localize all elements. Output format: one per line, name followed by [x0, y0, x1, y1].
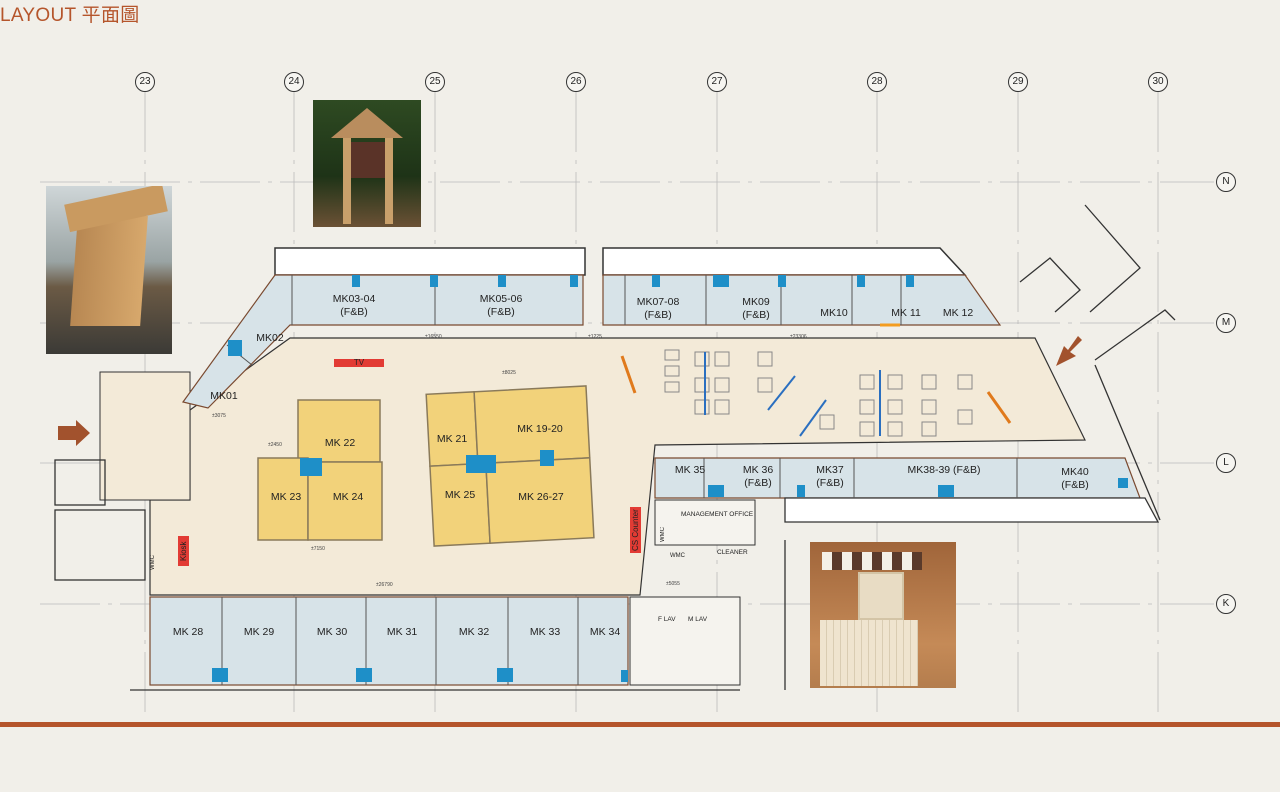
wmc-label-right: WMC [660, 527, 666, 542]
shop-mk30: MK 30 [316, 626, 348, 638]
shop-mk01: MK01 [210, 390, 238, 402]
grid-column-27: 27 [707, 72, 727, 92]
shop-mk40-type: (F&B) [1061, 479, 1089, 491]
shop-mk07-08-type: (F&B) [644, 309, 672, 321]
shop-mk34: MK 34 [589, 626, 621, 638]
grid-column-29: 29 [1008, 72, 1028, 92]
female-lavatory-label: F LAV [658, 616, 676, 623]
page-title: LAYOUT 平面圖 [0, 5, 140, 26]
grid-row-k: K [1216, 594, 1236, 614]
shop-mk37-type: (F&B) [816, 477, 844, 489]
grid-column-26: 26 [566, 72, 586, 92]
shop-mk24: MK 24 [332, 491, 364, 503]
entrance-arrow-right [1056, 336, 1082, 366]
dimension-label: ±26790 [376, 582, 393, 588]
shop-mk31: MK 31 [386, 626, 418, 638]
cleaner-label: CLEANER [717, 549, 748, 556]
popup-blocks-left [257, 399, 383, 541]
grid-column-23: 23 [135, 72, 155, 92]
shop-mk05-06: MK05-06 [479, 293, 523, 305]
shop-mk22: MK 22 [324, 437, 356, 449]
dimension-label: ±5055 [666, 581, 680, 587]
photo-wooden-kiosk [46, 186, 172, 354]
shop-mk21: MK 21 [436, 433, 468, 445]
shop-mk35: MK 35 [674, 464, 706, 476]
shop-mk40: MK40 [1061, 466, 1089, 478]
shop-row-right [654, 457, 1141, 499]
power-markers [212, 275, 1128, 682]
shop-mk25: MK 25 [444, 489, 476, 501]
dimension-label: ±16550 [425, 334, 442, 340]
shop-mk03-04: MK03-04 [332, 293, 376, 305]
grid-row-m: M [1216, 313, 1236, 333]
footer-accent-bar [0, 722, 1280, 727]
grid-column-24: 24 [284, 72, 304, 92]
entrance-arrow-left [58, 420, 90, 446]
shop-mk28: MK 28 [172, 626, 204, 638]
cs-counter: CS Counter [630, 507, 641, 553]
shop-mk07-08: MK07-08 [636, 296, 680, 308]
male-lavatory-label: M LAV [688, 616, 708, 623]
shop-mk32: MK 32 [458, 626, 490, 638]
shop-mk29: MK 29 [243, 626, 275, 638]
management-office-label: MANAGEMENT OFFICE [681, 511, 754, 518]
shop-mk02: MK02 [256, 332, 284, 344]
seating-area [664, 349, 973, 437]
shop-mk36: MK 36 [742, 464, 774, 476]
dimension-label: ±3075 [212, 413, 226, 419]
grid-column-30: 30 [1148, 72, 1168, 92]
shop-mk09-type: (F&B) [742, 309, 770, 321]
dimension-label: ±7150 [311, 546, 325, 552]
photo-shop-cart [810, 542, 956, 688]
popup-blocks-right [425, 385, 595, 547]
shop-mk03-04-type: (F&B) [340, 306, 368, 318]
grid-row-l: L [1216, 453, 1236, 473]
shop-mk23: MK 23 [270, 491, 302, 503]
shop-row-bottom [149, 596, 629, 686]
shop-mk37: MK37 [816, 464, 844, 476]
shop-mk38-39: MK38-39 (F&B) [907, 464, 981, 476]
grid-column-28: 28 [867, 72, 887, 92]
shop-mk26-27: MK 26-27 [518, 491, 564, 503]
kiosk-label: Kiosk [178, 536, 189, 566]
shop-mk09: MK09 [742, 296, 770, 308]
shop-mk33: MK 33 [529, 626, 561, 638]
photo-wooden-signboard [313, 100, 421, 227]
tv-screen: TV [334, 359, 384, 367]
dimension-label: ±2450 [268, 442, 282, 448]
shop-mk36-type: (F&B) [744, 477, 772, 489]
wmc-label-office: WMC [670, 553, 685, 559]
dimension-label: ±23306 [790, 334, 807, 340]
shop-mk05-06-type: (F&B) [487, 306, 515, 318]
shop-mk12: MK 12 [942, 307, 974, 319]
wmc-label-left: WMC [150, 555, 156, 570]
shop-mk19-20: MK 19-20 [517, 423, 563, 435]
grid-column-25: 25 [425, 72, 445, 92]
grid-row-n: N [1216, 172, 1236, 192]
dimension-label: ±8025 [502, 370, 516, 376]
shop-row-top-left [181, 274, 584, 409]
dimension-label: ±1225 [588, 334, 602, 340]
shop-mk11: MK 11 [891, 307, 921, 319]
shop-mk10: MK10 [820, 307, 848, 319]
